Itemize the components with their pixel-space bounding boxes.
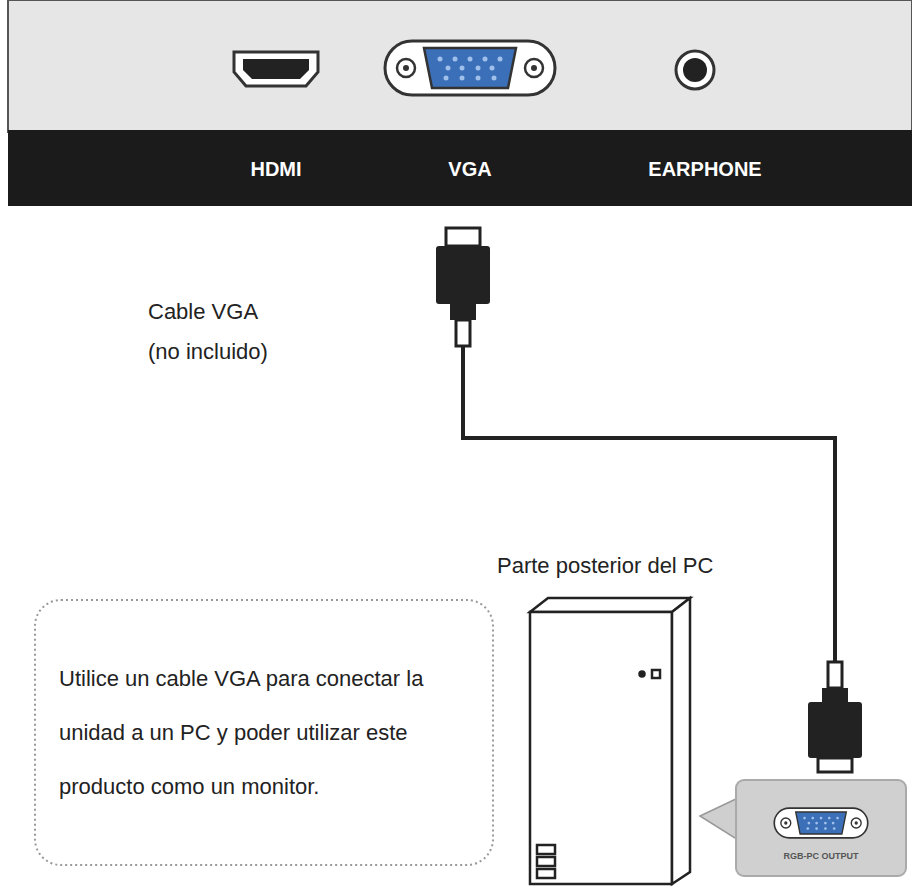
label-strip bbox=[8, 130, 912, 206]
vga-plug bbox=[436, 228, 490, 346]
inset-panel bbox=[736, 780, 906, 876]
port-label: EARPHONE bbox=[648, 158, 761, 181]
callout-box: Utilice un cable VGA para conectar la un… bbox=[35, 600, 493, 865]
inset-pointer bbox=[700, 798, 738, 840]
hdmi-port bbox=[234, 52, 318, 86]
node-text: Utilice un cable VGA para conectar la un… bbox=[59, 652, 469, 814]
pc-tower bbox=[530, 598, 690, 884]
callout-outline bbox=[35, 600, 493, 865]
inset-port-label: RGB-PC OUTPUT bbox=[736, 846, 906, 872]
vga-plug bbox=[808, 662, 862, 772]
vga-port bbox=[385, 41, 555, 95]
pc-label: Parte posterior del PC bbox=[497, 553, 713, 579]
cable-label: Cable VGA bbox=[148, 299, 258, 325]
tv-panel bbox=[8, 0, 912, 132]
port-label: HDMI bbox=[250, 158, 301, 181]
port-label: VGA bbox=[448, 158, 491, 181]
pc-vga-port bbox=[774, 808, 868, 838]
earphone-jack bbox=[676, 51, 714, 89]
node-text: RGB-PC OUTPUT bbox=[740, 850, 902, 862]
cable-note: (no incluido) bbox=[148, 339, 268, 365]
